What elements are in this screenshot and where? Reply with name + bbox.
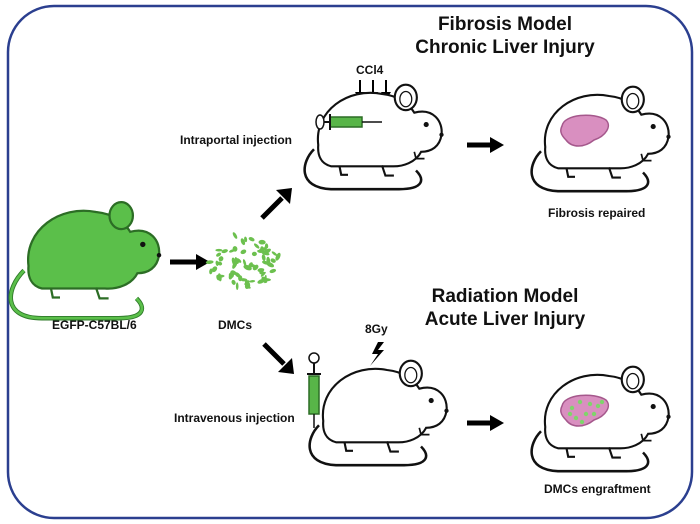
engrafted-liver-icon [560,394,610,427]
dmc-cell [251,251,257,257]
fibrosis-repaired-mouse-icon [530,85,672,193]
dmc-cell [232,232,238,239]
dmc-cell [205,260,214,265]
donor-label: EGFP-C57BL/6 [52,318,137,332]
dmc-cell [231,279,236,285]
dmc-cell [234,257,238,264]
intraportal-injection-label: Intraportal injection [180,133,293,147]
dmcs-engraftment-label: DMCs engraftment [544,482,651,496]
radiation-model-title: Radiation Model Acute Liver Injury [400,285,610,331]
engrafted-cell-dot [595,403,601,409]
dmc-cell [244,236,248,243]
engrafted-mouse-icon [530,365,672,473]
dmc-cell [221,249,228,254]
dmc-cell [263,246,267,252]
fibrosis-model-title: Fibrosis Model Chronic Liver Injury [400,13,610,59]
fibrosis-recipient-mouse-icon [303,83,445,191]
dmc-cell [228,270,234,280]
dmc-cell [254,243,260,249]
dmc-cell [234,272,241,278]
radiation-title-line2: Acute Liver Injury [424,309,586,330]
dmc-cell [269,268,277,274]
dmc-cell [266,261,275,268]
fibrosis-title-line2: Chronic Liver Injury [415,37,595,58]
dmcs-label: DMCs [218,318,253,332]
dmc-cell [257,249,264,253]
engrafted-cell-dot [591,411,597,417]
intravenous-syringe-icon [307,352,321,428]
dmc-cell [252,264,259,271]
dmc-cell [249,280,256,283]
radiation-lightning-icon [370,342,384,366]
engrafted-cell-dot [577,399,583,405]
dmc-cell [240,249,247,255]
fibrosis-repaired-label: Fibrosis repaired [548,206,646,220]
outer-frame [6,4,694,520]
dmc-cells-icon [205,232,281,291]
dmc-cell [257,268,265,273]
dmc-cell [261,254,266,261]
dmc-cell [258,239,266,245]
dmc-cell [261,276,268,284]
dmc-cell [216,252,222,257]
radiation-recipient-mouse-icon [308,359,450,467]
arrow-donor-to-cells-icon [170,254,210,270]
dose-label: 8Gy [365,322,388,336]
fibrosis-title-line1: Fibrosis Model [437,14,573,35]
engrafted-cell-dot [579,419,585,425]
engrafted-cell-dot [573,415,579,421]
dmc-cell [235,282,239,291]
dmc-cell [244,279,251,289]
dmc-cell [270,258,276,263]
donor-mouse-icon [11,202,161,318]
arrow-fibrosis-outcome-icon [467,137,504,153]
arrow-cells-to-fibrosis-icon [260,188,292,220]
dmc-cell [215,260,219,266]
engrafted-cell-dot [569,405,575,411]
engrafted-cell-dot [583,411,589,417]
dmc-cell [242,259,247,267]
dmc-cell [271,251,278,256]
arrow-cells-to-radiation-icon [262,342,294,374]
engrafted-cell-dot [587,401,593,407]
engrafted-cell-dot [599,399,605,405]
intravenous-injection-label: Intravenous injection [174,411,295,425]
radiation-title-line1: Radiation Model [431,286,579,307]
ccl4-label: CCl4 [356,63,384,77]
dmc-cell [217,261,223,266]
dmc-cell [248,237,255,242]
dmc-cell [209,268,213,275]
dmc-cell [261,251,270,256]
arrow-radiation-outcome-icon [467,415,504,431]
dmc-cell [215,248,223,252]
engrafted-cell-dot [567,411,573,417]
intraportal-syringe-icon [315,114,382,130]
dmc-cell [218,256,224,262]
dmc-cell [211,266,218,273]
dmc-cell [216,274,220,281]
dmc-cell [240,238,246,246]
dmc-cell [228,249,236,253]
